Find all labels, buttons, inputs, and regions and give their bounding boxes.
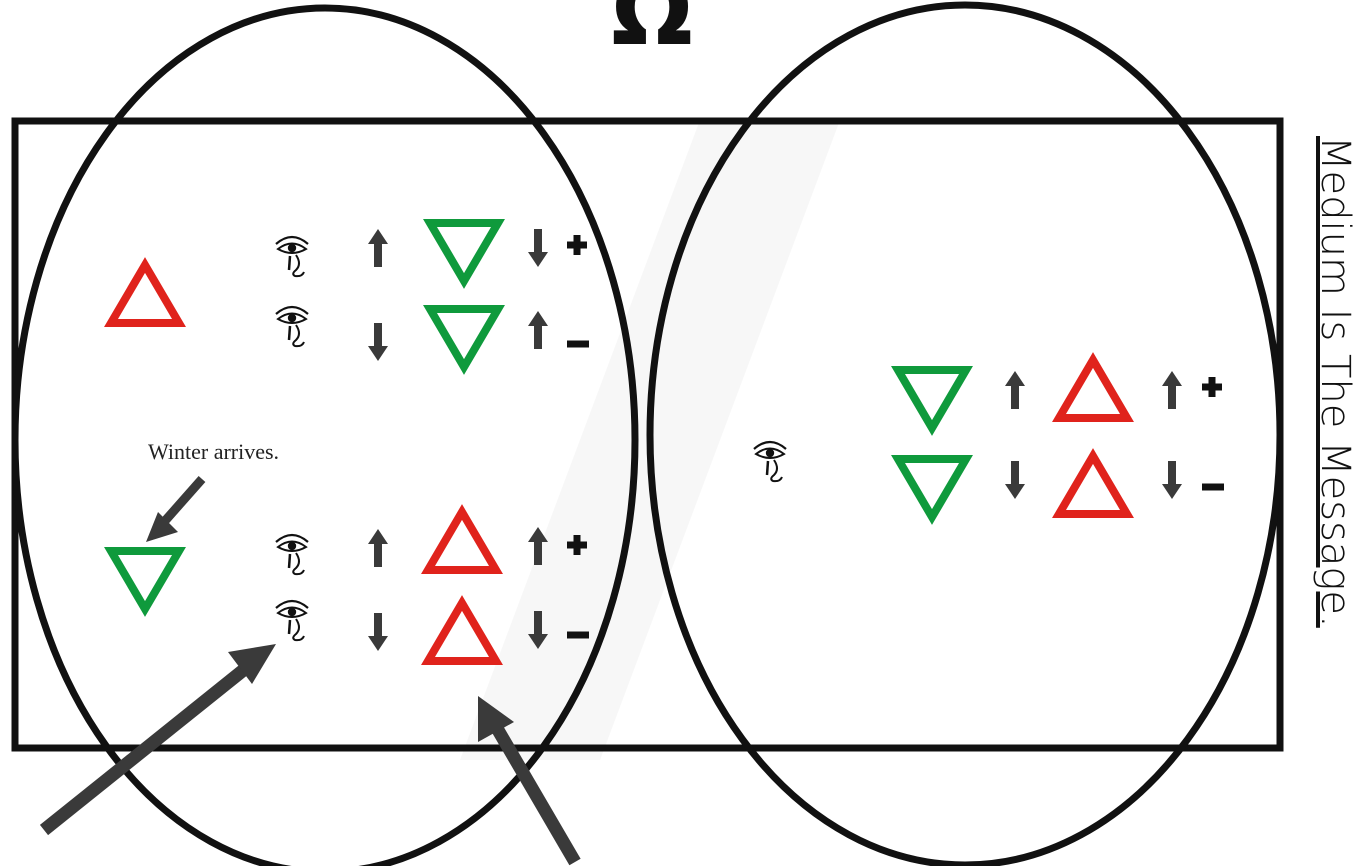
eye-of-horus-icon [274, 599, 310, 642]
eye-of-horus-icon [274, 235, 310, 278]
pointer-arrow-to-triangle [478, 696, 581, 866]
water-triangle-green [898, 459, 966, 517]
plus-sign [1202, 377, 1222, 397]
water-triangle-green [430, 309, 498, 367]
arrow-down-icon [528, 229, 548, 267]
minus-sign [567, 631, 589, 639]
side-text-medium-message: Medium Is The Message. [1312, 136, 1358, 628]
winter-arrow [146, 476, 206, 542]
eye-of-horus-icon [752, 440, 788, 483]
fire-triangle-red [428, 512, 496, 570]
fire-triangle-red [1059, 360, 1127, 418]
plus-sign [567, 235, 587, 255]
minus-sign [567, 340, 589, 348]
arrow-up-icon [528, 311, 548, 349]
arrow-up-icon [368, 529, 388, 567]
arrow-up-icon [1162, 371, 1182, 409]
left-top-lead-fire-triangle [111, 265, 179, 323]
pointer-arrow-to-eye [39, 644, 276, 836]
water-triangle-green [430, 223, 498, 281]
eye-of-horus-icon [274, 305, 310, 348]
arrow-down-icon [1162, 461, 1182, 499]
arrow-up-icon [1005, 371, 1025, 409]
left-bottom-lead-water-triangle [111, 551, 179, 609]
minus-sign [1202, 483, 1224, 491]
fire-triangle-red [428, 603, 496, 661]
winter-annotation: Winter arrives. [148, 439, 279, 464]
right-ellipse [646, 1, 1284, 866]
omega-symbol: Ω [611, 0, 693, 67]
fire-triangle-red [1059, 456, 1127, 514]
water-triangle-green [898, 370, 966, 428]
arrow-down-icon [1005, 461, 1025, 499]
arrow-down-icon [368, 613, 388, 651]
arrow-up-icon [368, 229, 388, 267]
left-ellipse [11, 4, 639, 866]
eye-of-horus-icon [274, 533, 310, 576]
arrow-down-icon [368, 323, 388, 361]
